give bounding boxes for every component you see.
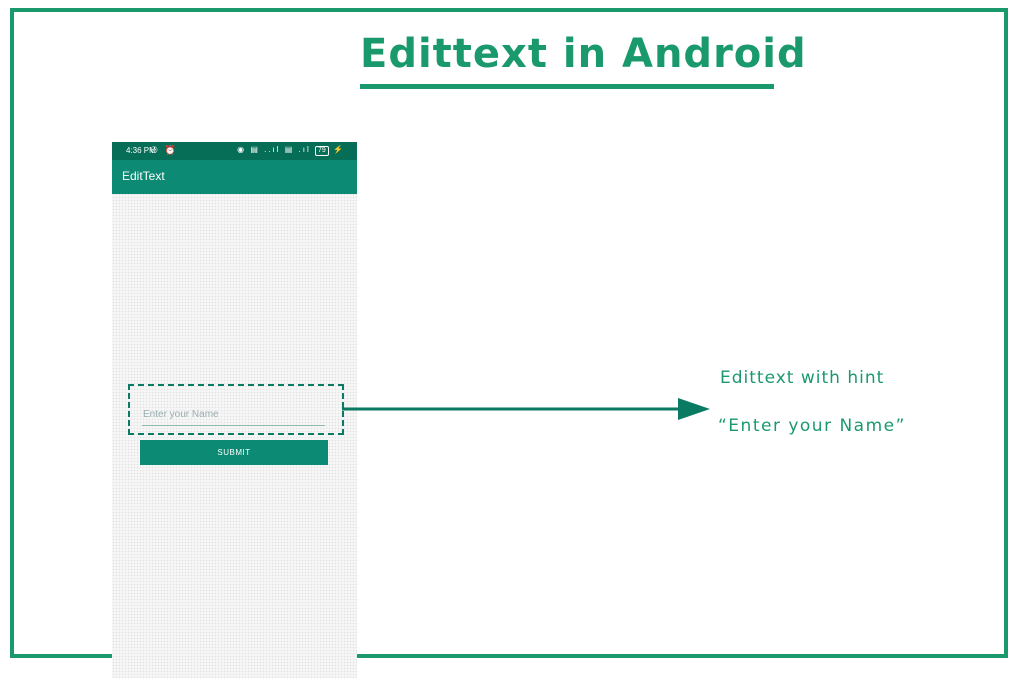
pointer-arrow xyxy=(342,398,710,420)
annotation-line-1: Edittext with hint xyxy=(720,368,885,388)
app-title: EditText xyxy=(122,169,165,183)
phone-screen: 4:36 PM ⚇ ⏰ ◉ ▤ ..ıl ▤ .ıl 79 ⚡ EditText… xyxy=(112,142,357,678)
status-bar: 4:36 PM ⚇ ⏰ ◉ ▤ ..ıl ▤ .ıl 79 ⚡ xyxy=(112,142,357,160)
battery-icon: 79 xyxy=(315,146,329,156)
alarm-icon: ⚇ ⏰ xyxy=(150,145,178,155)
arrow-head xyxy=(678,398,710,420)
signal-icon: ◉ ▤ ..ıl ▤ .ıl xyxy=(237,145,311,154)
signal-wifi-icons: ◉ ▤ ..ıl ▤ .ıl 79 ⚡ xyxy=(237,145,345,156)
app-bar: EditText xyxy=(112,160,357,194)
charging-icon: ⚡ xyxy=(333,145,345,154)
status-time: 4:36 PM xyxy=(126,146,156,155)
page-title: Edittext in Android xyxy=(360,31,807,77)
title-underline xyxy=(360,84,774,89)
annotation-line-2: “Enter your Name” xyxy=(718,416,906,436)
outer-border-frame xyxy=(10,8,1008,658)
submit-button[interactable]: SUBMIT xyxy=(140,440,328,465)
name-edittext[interactable] xyxy=(142,405,325,426)
